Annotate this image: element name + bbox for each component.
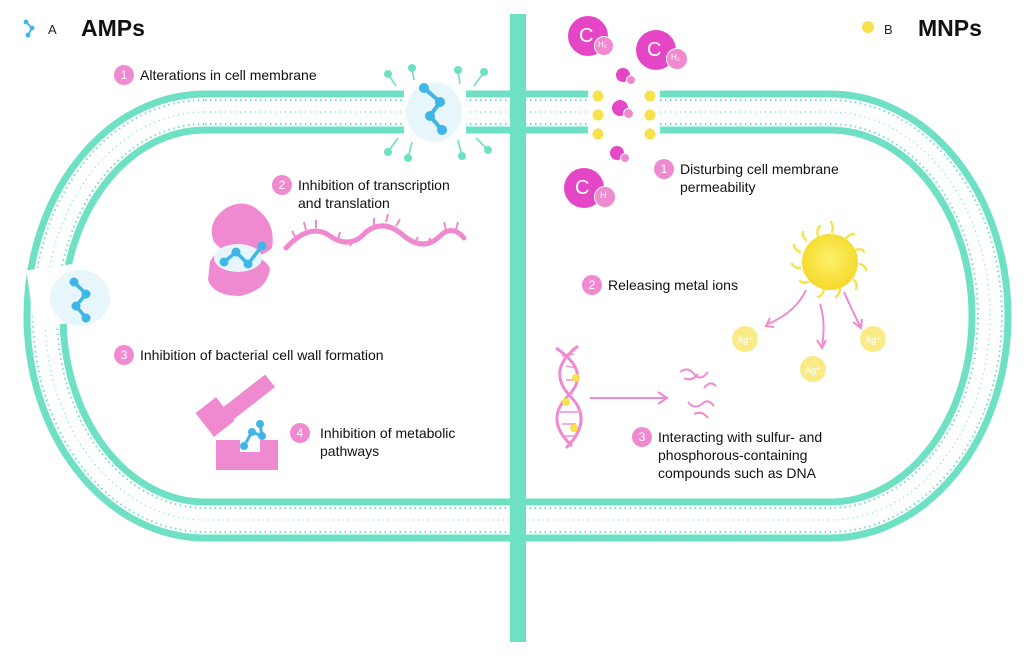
step-label: Inhibition of bacterial cell wall format… <box>140 347 384 363</box>
ros-sub-label: H₂ <box>671 53 680 62</box>
ros-molecule-3: C H <box>564 168 618 214</box>
dna-fragments <box>679 368 717 419</box>
panel-a-title: AMPs <box>81 15 145 41</box>
step-number: 1 <box>654 159 674 179</box>
cell-membrane <box>23 90 1012 542</box>
peptide-pore-top <box>383 64 492 163</box>
step-label: Releasing metal ions <box>608 277 738 293</box>
ros-small-2 <box>612 100 636 120</box>
ion-label: Ag⁺ <box>805 365 821 375</box>
amp-step-1: 1 Alterations in cell membrane <box>114 65 317 85</box>
panel-b-title: MNPs <box>918 15 982 41</box>
step-number: 3 <box>632 427 652 447</box>
mrna-strand <box>283 213 467 251</box>
panel-b-letter: B <box>884 22 893 37</box>
panel-divider <box>510 14 526 642</box>
silver-ion-3: Ag⁺ <box>860 326 886 352</box>
ros-sub-label: H₂ <box>598 40 607 49</box>
peptide-icon <box>23 19 35 38</box>
dna-arrow <box>590 391 669 405</box>
ros-label: C <box>575 177 590 199</box>
ros-label: C <box>647 39 662 61</box>
step-number: 3 <box>114 345 134 365</box>
ros-sub-label: H <box>600 190 607 200</box>
ion-label: Ag⁺ <box>737 335 753 345</box>
panel-a-letter: A <box>48 22 57 37</box>
enzyme-illustration <box>195 374 278 470</box>
ros-molecule-1: C H₂ <box>568 16 618 60</box>
step-label: Alterations in cell membrane <box>140 67 317 83</box>
ros-molecule-2: C H₂ <box>636 30 690 74</box>
peptide-pore-left <box>69 277 91 323</box>
ros-small-3 <box>610 146 632 164</box>
amp-step-3: 3 Inhibition of bacterial cell wall form… <box>114 345 384 365</box>
ros-label: C <box>579 25 594 47</box>
step-number: 2 <box>582 275 602 295</box>
dna-helix <box>555 344 583 450</box>
step-number: 2 <box>272 175 292 195</box>
mnp-step-2: 2 Releasing metal ions <box>582 275 738 295</box>
ion-label: Ag⁺ <box>865 335 881 345</box>
step-number: 1 <box>114 65 134 85</box>
metal-nanoparticle-sun <box>790 220 868 299</box>
nanoparticle-icon <box>862 21 874 33</box>
step-number: 4 <box>290 423 310 443</box>
membrane-nanoparticles <box>592 90 656 140</box>
silver-ion-2: Ag⁺ <box>800 356 826 382</box>
ros-small-1 <box>616 68 638 86</box>
ion-release-arrows <box>764 289 863 351</box>
silver-ion-1: Ag⁺ <box>732 326 758 352</box>
ribosome-illustration <box>208 203 273 296</box>
